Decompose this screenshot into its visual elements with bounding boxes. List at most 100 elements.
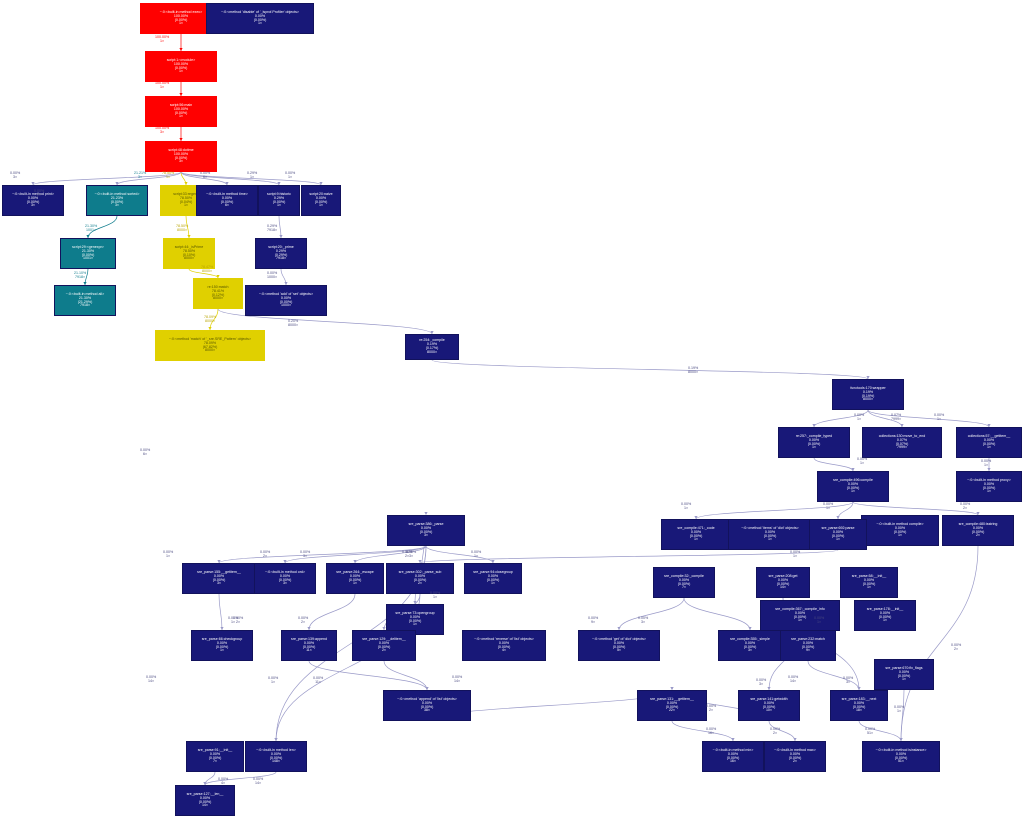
edge-call-count: 2×	[954, 646, 959, 651]
node-label: ~:0:<method 'add' of 'set' objects>	[258, 291, 314, 296]
edge-label: 0.00%51×	[865, 727, 875, 736]
node-self-percent: (0.00%)	[982, 441, 996, 446]
edge-percent: 0.00%	[638, 616, 649, 620]
graph-node[interactable]: ~:0:<method 'items' of 'dict' objects>0.…	[728, 519, 812, 550]
edge-call-count: 2×	[709, 707, 714, 712]
node-self-percent: (0.00%)	[420, 704, 434, 709]
node-total-percent: 0.00%	[409, 614, 421, 619]
edge-call-count: 1×	[984, 462, 989, 467]
graph-node[interactable]: ~:0:<built-in method isinstance>0.00%(0.…	[862, 741, 940, 772]
edge-label: 78.50%1×	[162, 171, 174, 180]
node-call-count: 148×	[271, 759, 281, 764]
graph-node[interactable]: ~:0:<method 'reverse' of 'list' objects>…	[462, 630, 546, 661]
edge-call-count: 1×	[250, 174, 255, 179]
node-self-percent: (0.00%)	[302, 644, 316, 649]
edge-percent: 0.00%	[406, 550, 417, 554]
graph-node[interactable]: ~:0:<method 'match' of '_sre.SRE_Pattern…	[155, 330, 265, 361]
edge-percent: 0.00%	[34, 189, 45, 193]
node-call-count: 8000×	[183, 256, 195, 261]
graph-node[interactable]: ~:0:<method 'disable' of '_lsprof.Profil…	[206, 3, 314, 34]
node-total-percent: 100.00%	[173, 151, 189, 156]
graph-node[interactable]: script:1:<module>100.00%(0.00%)1×	[145, 51, 217, 82]
graph-node[interactable]: ~:0:<built-in method time>0.00%(0.00%)6×	[196, 185, 258, 216]
graph-node[interactable]: ~:0:<built-in method compile>0.00%(0.00%…	[861, 515, 939, 546]
graph-node[interactable]: ~:0:<built-in method proxy>0.00%(0.00%)1…	[956, 471, 1022, 502]
graph-node[interactable]: script:29:<genexpr>21.30%(0.00%)1001×	[60, 238, 116, 269]
node-total-percent: 0.00%	[863, 577, 875, 582]
graph-node[interactable]: sre_parse:178:__init__0.00%(0.00%)1×	[854, 600, 916, 631]
node-label: ~:0:<built-in method compile>	[876, 521, 924, 526]
node-self-percent: (0.00%)	[174, 17, 188, 22]
node-label: sre_parse:141:getwidth	[750, 696, 788, 701]
graph-node[interactable]: collections:57:__getitem__0.00%(0.00%)1×	[956, 427, 1022, 458]
graph-node[interactable]: sre_parse:127:__len__0.00%(0.00%)14×	[175, 785, 235, 816]
graph-node[interactable]: ~:0:<built-in method ord>0.00%(0.00%)3×	[254, 563, 316, 594]
graph-node[interactable]: sre_parse:91:__init__0.00%(0.00%)7×	[186, 741, 244, 772]
node-self-percent: (0.00%)	[110, 199, 124, 204]
node-call-count: 1×	[767, 537, 773, 542]
node-call-count: 1×	[276, 203, 282, 208]
graph-node[interactable]: sre_parse:129:__delitem__0.00%(0.00%)2×	[352, 630, 416, 661]
graph-edge	[204, 771, 216, 786]
graph-node[interactable]: ~:0:<method 'append' of 'list' objects>0…	[383, 690, 471, 721]
graph-node[interactable]: ~:0:<method 'get' of 'dict' objects>0.00…	[578, 630, 660, 661]
node-call-count: 1×	[811, 445, 817, 450]
edge-percent: 0.00%	[471, 550, 482, 554]
edge-call-count: 16×	[708, 730, 715, 735]
graph-node[interactable]: ~:0:<built-in method all>21.30%(21.29%)7…	[54, 285, 116, 316]
node-total-percent: 0.00%	[280, 295, 292, 300]
edge-percent: 0.00%	[267, 271, 278, 275]
node-self-percent: (0.00%)	[763, 533, 777, 538]
graph-node[interactable]: ~:0:<built-in method max>0.00%(0.00%)2×	[764, 741, 826, 772]
graph-node[interactable]: sre_parse:155:__getitem__0.00%(0.00%)3×	[182, 563, 256, 594]
node-label: script:29:<genexpr>	[72, 244, 104, 249]
node-total-percent: 0.07%	[896, 437, 908, 442]
graph-node[interactable]: ~:0:<built-in method len>0.00%(0.00%)148…	[245, 741, 307, 772]
node-total-percent: 0.00%	[613, 640, 625, 645]
node-call-count: 1×	[901, 677, 907, 682]
node-self-percent: (0.17%)	[425, 346, 439, 350]
node-total-percent: 0.00%	[894, 525, 906, 530]
graph-node[interactable]: ~:0:<method 'add' of 'set' objects>0.00%…	[245, 285, 327, 316]
graph-node[interactable]: ~:0:<built-in method min>0.00%(0.00%)16×	[702, 741, 764, 772]
graph-node[interactable]: ~:0:<built-in method print>0.00%(0.00%)3…	[2, 185, 64, 216]
node-call-count: 11×	[306, 648, 312, 653]
edge-call-count: 51×	[867, 730, 874, 735]
graph-node[interactable]: sre_parse:131:__getitem__0.00%(0.00%)22×	[637, 690, 707, 721]
graph-node[interactable]: sre_parse:58:__init__0.00%(0.00%)1×	[840, 567, 898, 598]
graph-node[interactable]: ~:0:<built-in method sorted>21.23%(0.00%…	[86, 185, 148, 216]
edge-percent: 0.00%	[402, 550, 413, 554]
edge-percent: 0.00%	[228, 616, 239, 620]
node-label: sre_parse:183:__next	[841, 696, 877, 701]
